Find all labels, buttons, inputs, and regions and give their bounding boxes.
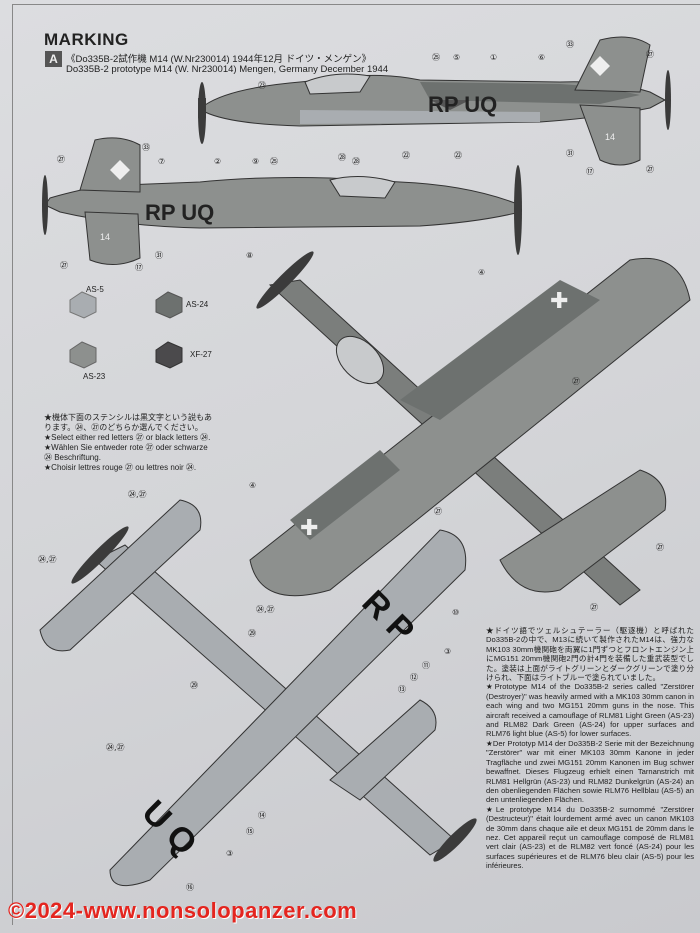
callout-numbers: ㉓ ㉕ ⑤ ① ⑥ ㉝ ㉗ ㉘ ㉒ ㉒ ㉛ ⑰ ㉗ ㉗ ㉝ ⑦ ② ⑨ ㉕ ㉘ … <box>38 40 664 892</box>
wing-cross-top-right: ✚ <box>550 288 568 313</box>
bottom-view: R P U Q <box>39 499 477 887</box>
paint-label: AS-5 <box>86 285 104 294</box>
callout-number: ㉒ <box>454 151 462 160</box>
side-profile-lower: RP UQ 14 <box>42 137 522 265</box>
callout-number: ⑫ <box>410 673 418 682</box>
subtitle-jp: 《Do335B-2試作機 M14 (W.Nr230014) 1944年12月 ド… <box>66 54 372 65</box>
swatch-as-5 <box>69 291 97 319</box>
callout-number: ㉝ <box>566 40 574 49</box>
swatch-as-24 <box>155 291 183 319</box>
description-jp: ★ドイツ語でツェルシュテーラー（駆逐機）と呼ばれたDo335B-2の中で、M13… <box>486 626 694 683</box>
callout-number: ② <box>214 157 221 166</box>
rear-propeller-side1 <box>665 70 671 130</box>
callout-number: ⑰ <box>586 167 594 176</box>
subtitle-en: Do335B-2 prototype M14 (W. Nr230014) Men… <box>66 64 389 75</box>
note-line: ★Select either red letters ㉗ or black le… <box>44 433 211 442</box>
note-line: ★機体下面のステンシルは黒文字という説もあ <box>44 413 212 422</box>
callout-number: ㉗ <box>572 377 580 386</box>
scheme-badge: A <box>45 51 62 67</box>
paint-label: AS-24 <box>186 300 209 309</box>
callout-number: ㉗ <box>590 603 598 612</box>
top-view: ✚ ✚ <box>249 251 691 606</box>
callout-number: ⑧ <box>246 251 253 260</box>
callout-number: ㉔,㉗ <box>38 555 57 564</box>
callout-number: ⑨ <box>252 157 259 166</box>
wing-cross-top-left: ✚ <box>300 515 318 540</box>
callout-number: ④ <box>478 268 485 277</box>
callout-number: ㉔,㉗ <box>256 605 275 614</box>
callout-number: ㉕ <box>270 157 278 166</box>
note-line: ★Choisir lettres rouge ㉗ ou lettres noir… <box>44 463 197 472</box>
aircraft-description: ★ドイツ語でツェルシュテーラー（駆逐機）と呼ばれたDo335B-2の中で、M13… <box>486 626 694 871</box>
callout-number: ㉕ <box>432 53 440 62</box>
side-profile-upper: RP UQ 14 <box>198 36 671 166</box>
note-line: ㉔ Beschriftung. <box>44 453 101 462</box>
callout-number: ⑭ <box>258 811 266 820</box>
callout-number: ⑬ <box>398 685 406 694</box>
callout-number: ⑪ <box>422 661 430 670</box>
callout-number: ㉗ <box>60 261 68 270</box>
callout-number: ⑤ <box>453 53 460 62</box>
letter-choice-notes: ★機体下面のステンシルは黒文字という説もあ ります。㉔、㉗のどちらか選んでくださ… <box>44 413 244 473</box>
paint-label: XF-27 <box>190 350 212 359</box>
callout-number: ⑦ <box>158 157 165 166</box>
callout-number: ㉘ <box>352 157 360 166</box>
callout-number: ㉔,㉗ <box>128 490 147 499</box>
callout-number: ④ <box>249 481 256 490</box>
watermark: ©2024-www.nonsolopanzer.com <box>8 898 358 923</box>
paint-swatches <box>69 291 183 369</box>
tail-number-side1: 14 <box>605 132 615 142</box>
callout-number: ⑩ <box>452 608 459 617</box>
callout-number: ㉒ <box>402 151 410 160</box>
callout-number: ㉓ <box>258 81 266 90</box>
callout-number: ㉗ <box>646 165 654 174</box>
paint-label: AS-23 <box>83 372 106 381</box>
callout-number: ㉙ <box>248 629 256 638</box>
sheet-border <box>12 4 700 925</box>
description-en: ★Prototype M14 of the Do335B-2 series ca… <box>486 682 694 739</box>
description-de: ★Der Prototyp M14 der Do335B-2 Serie mit… <box>486 738 694 805</box>
tail-number-side2: 14 <box>100 232 110 242</box>
callout-number: ㉙ <box>190 681 198 690</box>
callout-number: ⑮ <box>246 827 254 836</box>
note-line: ★Wählen Sie entweder rote ㉗ oder schwarz… <box>44 443 208 452</box>
callout-number: ⑥ <box>538 53 545 62</box>
note-line: ります。㉔、㉗のどちらか選んでください。 <box>44 423 203 432</box>
fuselage-code-side1: RP UQ <box>428 92 497 117</box>
page-title: MARKING <box>44 30 129 49</box>
swatch-as-23 <box>69 341 97 369</box>
callout-number: ㉔,㉗ <box>106 743 125 752</box>
front-propeller-side1 <box>198 82 206 144</box>
callout-number: ㉘ <box>338 153 346 162</box>
callout-number: ㉗ <box>646 50 654 59</box>
description-fr: ★Le prototype M14 du Do335B-2 surnommé "… <box>486 804 694 871</box>
callout-number: ㉛ <box>155 251 163 260</box>
callout-number: ⑰ <box>135 263 143 272</box>
callout-number: ⑯ <box>186 883 194 892</box>
callout-number: ㉗ <box>656 543 664 552</box>
callout-number: ㉗ <box>434 507 442 516</box>
callout-number: ③ <box>444 647 451 656</box>
callout-number: ㉝ <box>142 143 150 152</box>
fuselage-code-side2: RP UQ <box>145 200 214 225</box>
callout-number: ① <box>490 53 497 62</box>
callout-number: ㉗ <box>57 155 65 164</box>
swatch-xf-27 <box>155 341 183 369</box>
callout-number: ③ <box>226 849 233 858</box>
callout-number: ㉛ <box>566 149 574 158</box>
